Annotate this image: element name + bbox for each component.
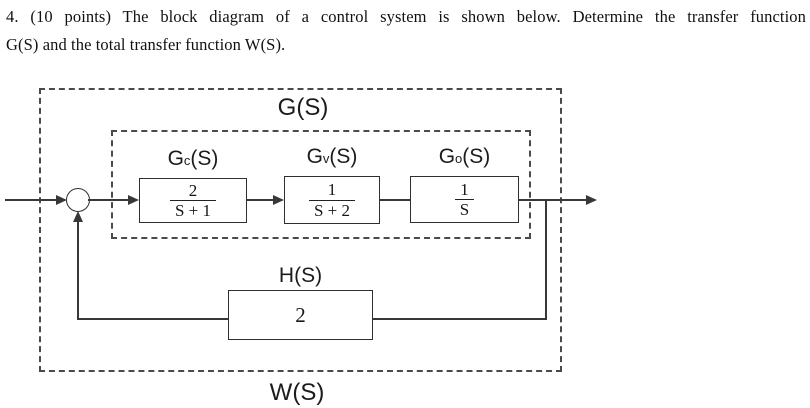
label-subscript: o — [455, 151, 463, 166]
wire-valve-to-process — [379, 199, 411, 201]
feedback-tap-wire — [545, 200, 547, 319]
label-paren: (S) — [462, 145, 491, 168]
transfer-function: 1 S — [454, 179, 475, 219]
numerator: 1 — [327, 180, 337, 200]
overall-system-boundary — [39, 88, 562, 372]
problem-text-line2: G(S) and the total transfer function W(S… — [6, 35, 286, 54]
transfer-function: 2 S + 1 — [169, 180, 217, 220]
numerator: 2 — [188, 180, 198, 200]
problem-text-line1: 4. (10 points) The block diagram of a co… — [6, 7, 806, 26]
controller-block: 2 S + 1 — [139, 178, 247, 223]
wire-controller-to-valve — [246, 199, 276, 201]
label-paren: (S) — [329, 145, 358, 168]
overall-system-label: W(S) — [269, 379, 325, 406]
feedback-wire-left — [77, 318, 229, 320]
arrowhead-output-icon — [586, 195, 597, 205]
denominator: S + 2 — [308, 199, 356, 220]
valve-block: 1 S + 2 — [284, 176, 380, 224]
arrowhead-input-icon — [56, 195, 67, 205]
feedback-block-label: H(S) — [278, 264, 323, 287]
feedback-wire-up — [77, 219, 79, 320]
controller-block-label: Gc(S) — [139, 147, 247, 171]
transfer-function: 1 S + 2 — [308, 180, 356, 220]
summing-junction — [66, 188, 90, 212]
wire-sum-to-controller — [88, 199, 131, 201]
feedback-gain-value: 2 — [295, 302, 306, 327]
output-wire — [518, 199, 589, 201]
valve-block-label: Gv(S) — [284, 145, 380, 169]
feedback-wire-right — [372, 318, 547, 320]
label-main: G — [167, 147, 184, 170]
forward-path-boundary — [111, 130, 531, 239]
numerator: 1 — [460, 179, 469, 199]
label-subscript: c — [183, 153, 191, 168]
arrowhead-to-valve-icon — [273, 195, 284, 205]
label-subscript: v — [322, 151, 330, 166]
denominator: S + 1 — [169, 200, 217, 220]
arrowhead-to-controller-icon — [128, 195, 139, 205]
denominator: S — [454, 199, 475, 219]
arrowhead-feedback-icon — [73, 211, 83, 222]
label-main: G — [306, 145, 323, 168]
process-block: 1 S — [410, 176, 519, 223]
process-block-label: Go(S) — [410, 145, 519, 169]
label-paren: (S) — [190, 147, 219, 170]
input-wire — [5, 199, 59, 201]
forward-path-label: G(S) — [277, 94, 329, 121]
feedback-block: 2 — [228, 290, 373, 340]
label-main: G — [438, 145, 456, 168]
